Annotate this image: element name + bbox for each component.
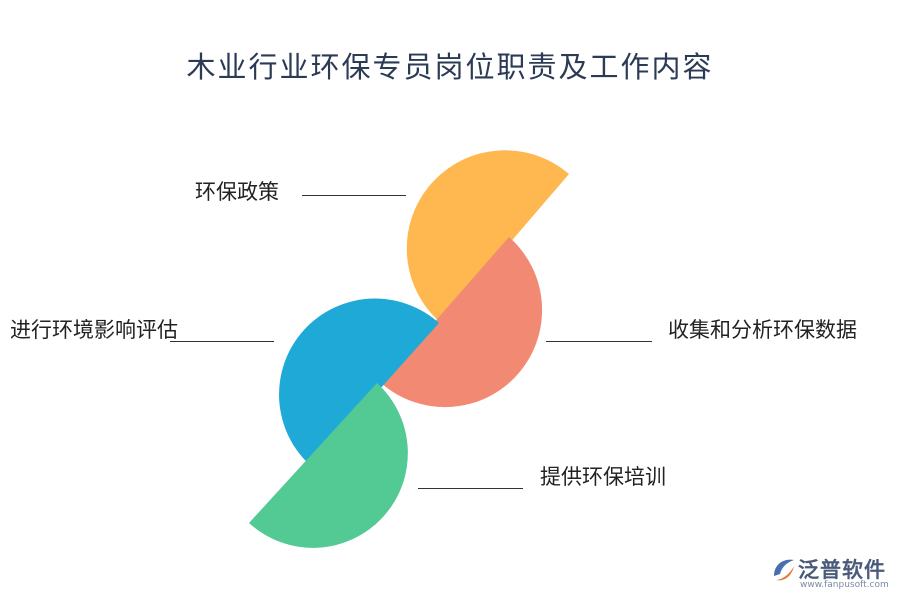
petal-environmental-training (249, 383, 408, 548)
petal-environmental-policy (406, 150, 569, 323)
petal-environmental-assessment (279, 298, 439, 466)
leader-line-data-analysis (546, 341, 652, 342)
leader-line-environmental-assessment (170, 341, 274, 342)
brand-url: www.fanpusoft.com (800, 580, 889, 590)
diagram-title: 木业行业环保专员岗位职责及工作内容 (186, 50, 714, 84)
label-environmental-policy: 环保政策 (195, 180, 279, 204)
brand-logo: 泛普软件 www.fanpusoft.com (770, 552, 895, 596)
label-environmental-training: 提供环保培训 (540, 465, 666, 489)
label-environmental-assessment: 进行环境影响评估 (10, 318, 178, 342)
petal-data-analysis (381, 237, 543, 408)
leader-line-environmental-training (418, 488, 523, 489)
label-data-analysis: 收集和分析环保数据 (668, 318, 857, 342)
fanpu-logo-icon (774, 559, 794, 581)
brand-name: 泛普软件 (798, 558, 886, 582)
leader-line-environmental-policy (302, 195, 406, 196)
